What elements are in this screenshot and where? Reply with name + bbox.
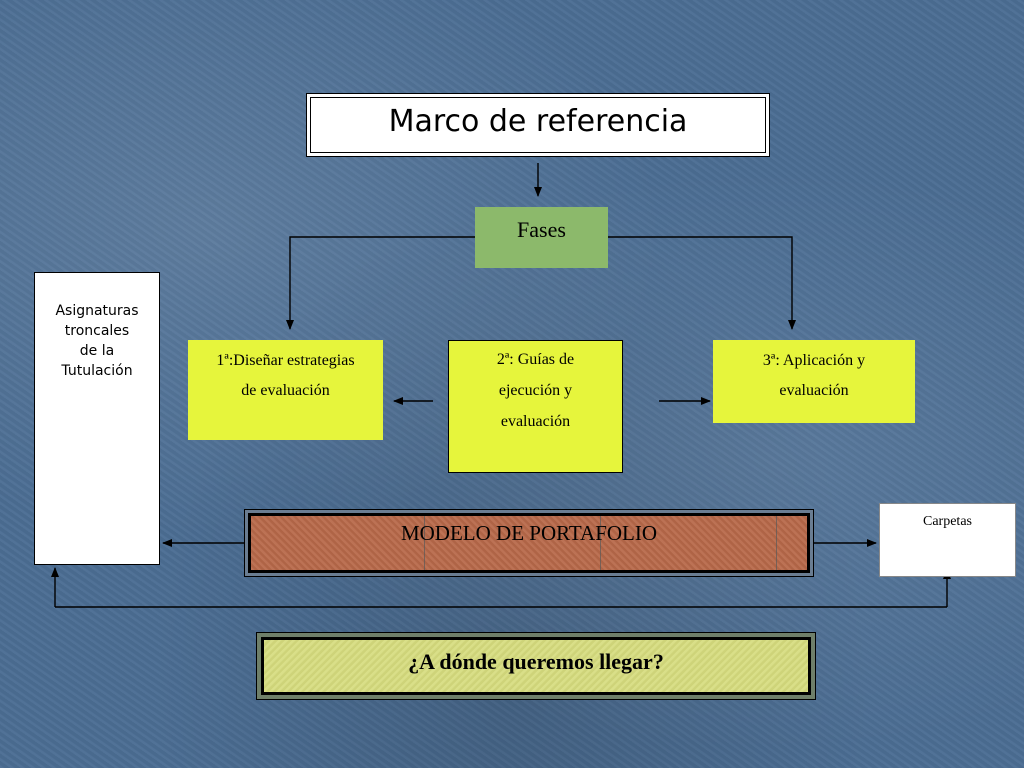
phase-2-line: ejecución y — [498, 382, 573, 399]
phase-2-box: 2ª: Guías de ejecución y evaluación — [448, 340, 623, 473]
question-box: ¿A dónde queremos llegar? — [261, 637, 811, 695]
subjects-box: Asignaturas troncales de la Tutulación — [34, 272, 160, 565]
title-box: Marco de referencia — [306, 93, 770, 157]
phases-label: Fases — [517, 217, 566, 242]
subjects-line: Asignaturas — [55, 303, 139, 319]
arrow-phases-to-phase-1 — [286, 236, 475, 330]
phases-box: Fases — [475, 207, 608, 268]
folders-box: Carpetas — [879, 503, 1016, 577]
portfolio-divider — [600, 516, 601, 570]
subjects-line: de la — [79, 343, 115, 359]
subjects-line: troncales — [64, 323, 130, 339]
title-text: Marco de referencia — [388, 104, 688, 139]
phase-3-line: 3ª: Aplicación y — [762, 352, 866, 369]
phase-1-line: de evaluación — [241, 382, 330, 399]
portfolio-frame: MODELO DE PORTAFOLIO — [244, 509, 814, 577]
subjects-line: Tutulación — [61, 363, 133, 379]
portfolio-box: MODELO DE PORTAFOLIO — [248, 513, 810, 573]
portfolio-label: MODELO DE PORTAFOLIO — [400, 521, 658, 545]
question-frame: ¿A dónde queremos llegar? — [256, 632, 816, 700]
phase-2-line: 2ª: Guías de — [496, 351, 575, 368]
phase-2-line: evaluación — [500, 413, 571, 430]
phase-1-box: 1ª:Diseñar estrategias de evaluación — [188, 340, 383, 440]
phase-3-box: 3ª: Aplicación y evaluación — [713, 340, 915, 423]
phase-1-line: 1ª:Diseñar estrategias — [216, 352, 355, 369]
arrow-phases-to-phase-3 — [608, 236, 796, 330]
phase-3-line: evaluación — [779, 382, 849, 399]
portfolio-divider — [424, 516, 425, 570]
folders-label: Carpetas — [923, 514, 972, 529]
question-text: ¿A dónde queremos llegar? — [408, 649, 664, 674]
portfolio-divider — [776, 516, 777, 570]
